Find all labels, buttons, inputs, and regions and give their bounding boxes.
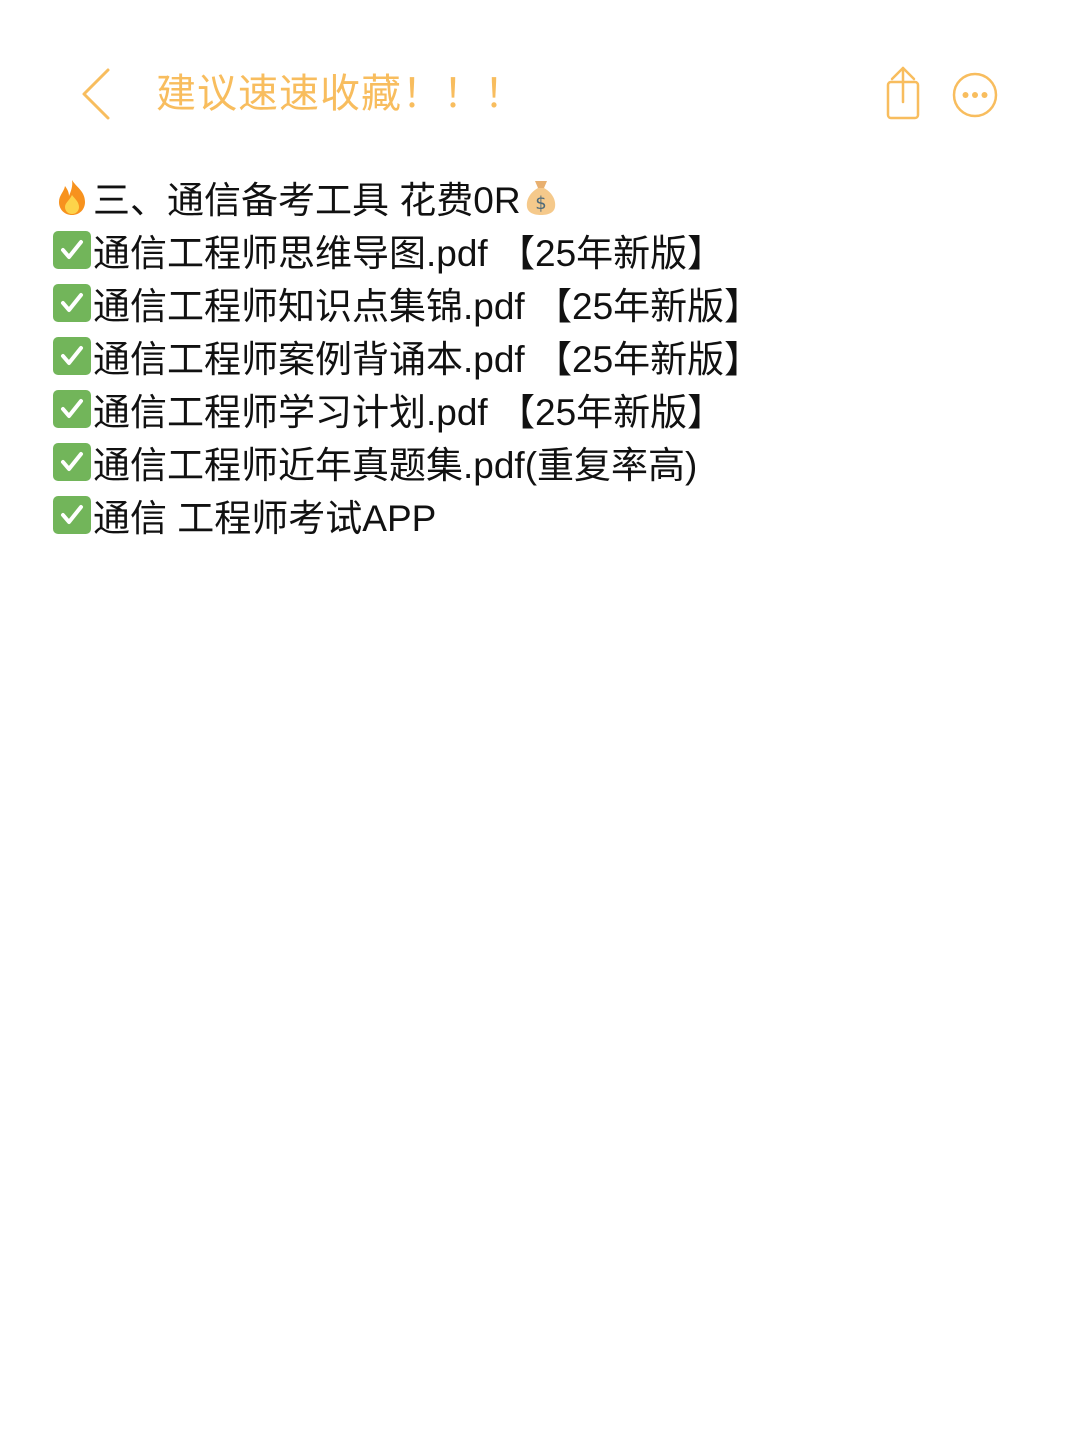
navigation-bar: 建议速速收藏！！！ [0,0,1080,150]
money-bag-icon: $ [521,177,561,217]
back-button[interactable] [76,64,116,124]
more-options-button[interactable] [950,70,1000,120]
item-text: 通信工程师近年真题集.pdf(重复率高) [93,444,698,486]
note-body: 三、通信备考工具 花费0R $ 通信工程师思维导图.pdf 【25年新版】 通信… [52,170,1052,541]
check-mark-icon [52,230,92,270]
list-item: 通信工程师知识点集锦.pdf 【25年新版】 [52,276,1052,329]
share-icon [886,66,920,120]
item-text: 通信工程师知识点集锦.pdf 【25年新版】 [93,285,762,327]
note-title: 建议速速收藏！！！ [156,72,525,116]
list-item: 通信 工程师考试APP [52,488,1052,541]
share-button[interactable] [882,64,926,124]
list-item: 通信工程师思维导图.pdf 【25年新版】 [52,223,1052,276]
list-item: 通信工程师案例背诵本.pdf 【25年新版】 [52,329,1052,382]
item-text: 通信 工程师考试APP [93,497,437,539]
check-mark-icon [52,283,92,323]
check-mark-icon [52,336,92,376]
heading-text: 三、通信备考工具 花费0R [93,179,521,221]
list-item: 通信工程师学习计划.pdf 【25年新版】 [52,382,1052,435]
check-mark-icon [52,389,92,429]
svg-text:$: $ [535,193,546,214]
check-mark-icon [52,442,92,482]
list-item: 通信工程师近年真题集.pdf(重复率高) [52,435,1052,488]
section-heading: 三、通信备考工具 花费0R $ [52,170,1052,223]
item-text: 通信工程师案例背诵本.pdf 【25年新版】 [93,338,762,380]
item-text: 通信工程师学习计划.pdf 【25年新版】 [93,391,725,433]
fire-icon [52,177,92,217]
item-text: 通信工程师思维导图.pdf 【25年新版】 [93,232,725,274]
chevron-left-icon [82,68,110,120]
check-mark-icon [52,495,92,535]
more-ellipsis-icon [952,72,998,118]
